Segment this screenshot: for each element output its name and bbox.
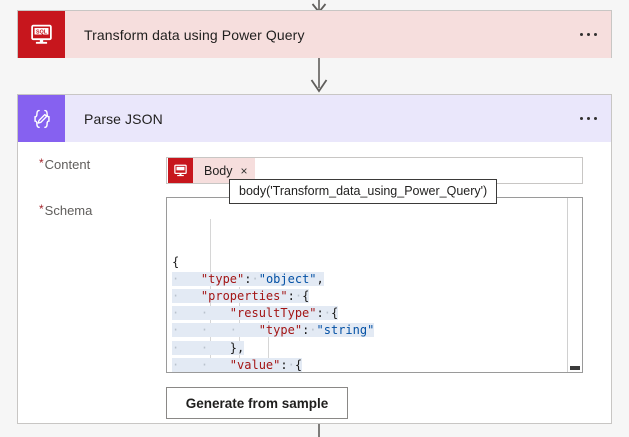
flow-node-transform-data[interactable]: SQL Transform data using Power Query (17, 10, 612, 58)
code-editor-content[interactable]: {· "type":·"object",· "properties":·{· ·… (167, 198, 567, 372)
label-text: Schema (44, 203, 93, 218)
code-line: · · }, (172, 340, 567, 357)
node-title: Transform data using Power Query (84, 26, 305, 43)
whitespace-marker: · · · (172, 323, 259, 338)
code-token: · (294, 288, 303, 303)
code-token: { (302, 288, 310, 303)
node-header[interactable]: Parse JSON (18, 95, 611, 142)
dot (593, 33, 597, 36)
sql-server-icon: SQL (18, 11, 65, 58)
code-token: "object" (258, 271, 317, 286)
whitespace-marker: · (172, 271, 201, 286)
flow-node-parse-json[interactable]: Parse JSON *Content (17, 94, 612, 424)
code-token: : (302, 323, 310, 338)
token-remove-icon[interactable]: × (240, 163, 248, 178)
sql-server-icon (168, 158, 193, 183)
whitespace-marker: · (172, 288, 201, 303)
parse-json-braces-pencil-icon (18, 95, 65, 142)
required-asterisk: * (39, 156, 44, 170)
code-line: · "properties":·{ (172, 288, 567, 305)
dynamic-content-token-body[interactable]: Body × (168, 158, 255, 183)
code-line: · "type":·"object", (172, 271, 567, 288)
schema-code-editor[interactable]: {· "type":·"object",· "properties":·{· ·… (166, 197, 583, 373)
node-body: *Content (18, 157, 611, 419)
code-token: · (323, 306, 331, 321)
editor-vertical-scrollbar[interactable] (567, 198, 582, 372)
dot (586, 33, 590, 36)
code-token: "resultType" (229, 306, 317, 321)
code-token: { (294, 357, 303, 372)
label-text: Content (44, 157, 91, 172)
expression-tooltip: body('Transform_data_using_Power_Query') (229, 179, 498, 204)
code-token: "properties" (200, 288, 288, 303)
dot (579, 117, 583, 120)
code-token: , (316, 271, 324, 286)
schema-field-row: *Schema {· "type":·"object",· "propertie… (18, 197, 611, 419)
code-token: "string" (316, 323, 375, 338)
code-token: : (316, 306, 324, 321)
code-token: { (172, 254, 180, 269)
code-token: · (287, 357, 295, 372)
node-menu-button[interactable] (565, 95, 611, 142)
schema-field-label: *Schema (18, 197, 166, 218)
code-token: · (309, 323, 317, 338)
node-header[interactable]: SQL Transform data using Power Query (18, 11, 611, 58)
generate-from-sample-button[interactable]: Generate from sample (166, 387, 348, 419)
code-line: { (172, 254, 567, 271)
whitespace-marker: · · (172, 357, 230, 372)
code-token: "value" (229, 357, 281, 372)
code-token: "type" (200, 271, 245, 286)
code-line: · · "value":·{ (172, 357, 567, 372)
code-line: · · "resultType":·{ (172, 305, 567, 322)
node-menu-button[interactable] (565, 11, 611, 58)
svg-text:SQL: SQL (36, 30, 48, 36)
editor-horizontal-scrollbar-thumb[interactable] (570, 366, 580, 370)
node-title: Parse JSON (84, 110, 163, 127)
dot (579, 33, 583, 36)
whitespace-marker: · · (172, 306, 230, 321)
code-token: · (251, 271, 259, 286)
code-token: }, (229, 340, 245, 355)
code-token: : (244, 271, 252, 286)
schema-field-control: {· "type":·"object",· "properties":·{· ·… (166, 197, 611, 419)
whitespace-marker: · · (172, 340, 230, 355)
code-token: : (280, 357, 288, 372)
code-token: : (287, 288, 295, 303)
content-field-label: *Content (18, 157, 166, 172)
dot (586, 117, 590, 120)
token-label: Body (204, 163, 233, 178)
dot (593, 117, 597, 120)
code-token: { (330, 306, 339, 321)
code-line: · · · "type":·"string" (172, 322, 567, 339)
code-token: "type" (258, 323, 303, 338)
required-asterisk: * (39, 202, 44, 216)
